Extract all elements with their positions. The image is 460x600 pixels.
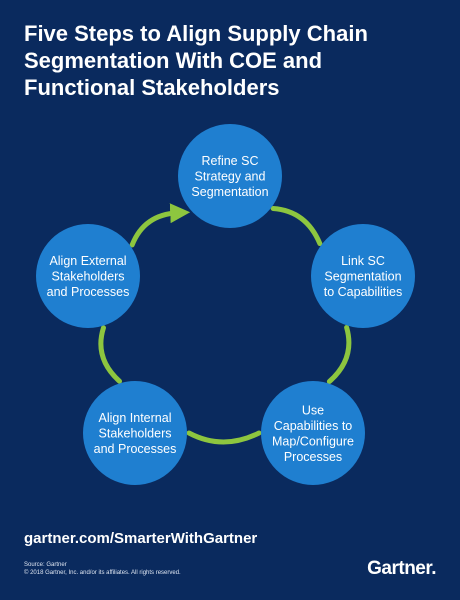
cycle-connectors xyxy=(98,203,352,445)
step-label: Map/Configure xyxy=(272,434,354,448)
step-label: Link SC xyxy=(341,254,385,268)
copyright-line: © 2018 Gartner, Inc. and/or its affiliat… xyxy=(24,570,181,576)
step-label: Align External xyxy=(49,254,126,268)
source-line: Source: Gartner xyxy=(24,562,67,568)
step-label: to Capabilities xyxy=(324,285,403,299)
step-label: Segmentation xyxy=(324,270,401,284)
step-label: Capabilities to xyxy=(274,419,353,433)
step-circle xyxy=(311,224,415,328)
cycle-connector xyxy=(98,325,123,384)
step-label: Stakeholders xyxy=(99,427,172,441)
step-label: Processes xyxy=(284,450,342,464)
gartner-logo: Gartner. xyxy=(367,558,436,580)
step-label: and Processes xyxy=(47,285,130,299)
title-line: Functional Stakeholders xyxy=(24,75,280,100)
source-note: Source: Gartner © 2018 Gartner, Inc. and… xyxy=(24,561,181,577)
step-label: Strategy and xyxy=(195,170,266,184)
cycle-connector xyxy=(186,430,262,445)
cycle-arrow xyxy=(129,203,191,248)
cycle-connector xyxy=(326,324,352,385)
step-label: Refine SC xyxy=(202,154,259,168)
step-circle xyxy=(261,381,365,485)
title-line: Segmentation With COE and xyxy=(24,48,323,73)
step-label: Segmentation xyxy=(191,185,268,199)
step-circle xyxy=(36,224,140,328)
step-label: Align Internal xyxy=(99,411,172,425)
logo-text: Gartner xyxy=(367,558,432,579)
step-label: Use xyxy=(302,403,324,417)
gartner-url[interactable]: gartner.com/SmarterWithGartner xyxy=(24,530,258,547)
step-label: Stakeholders xyxy=(52,270,125,284)
step-label: and Processes xyxy=(94,442,177,456)
cycle-connector xyxy=(270,205,323,247)
logo-dot: . xyxy=(431,558,436,579)
step-circle xyxy=(83,381,187,485)
step-circle xyxy=(178,124,282,228)
title: Five Steps to Align Supply Chain Segment… xyxy=(24,20,444,101)
title-line: Five Steps to Align Supply Chain xyxy=(24,21,368,46)
